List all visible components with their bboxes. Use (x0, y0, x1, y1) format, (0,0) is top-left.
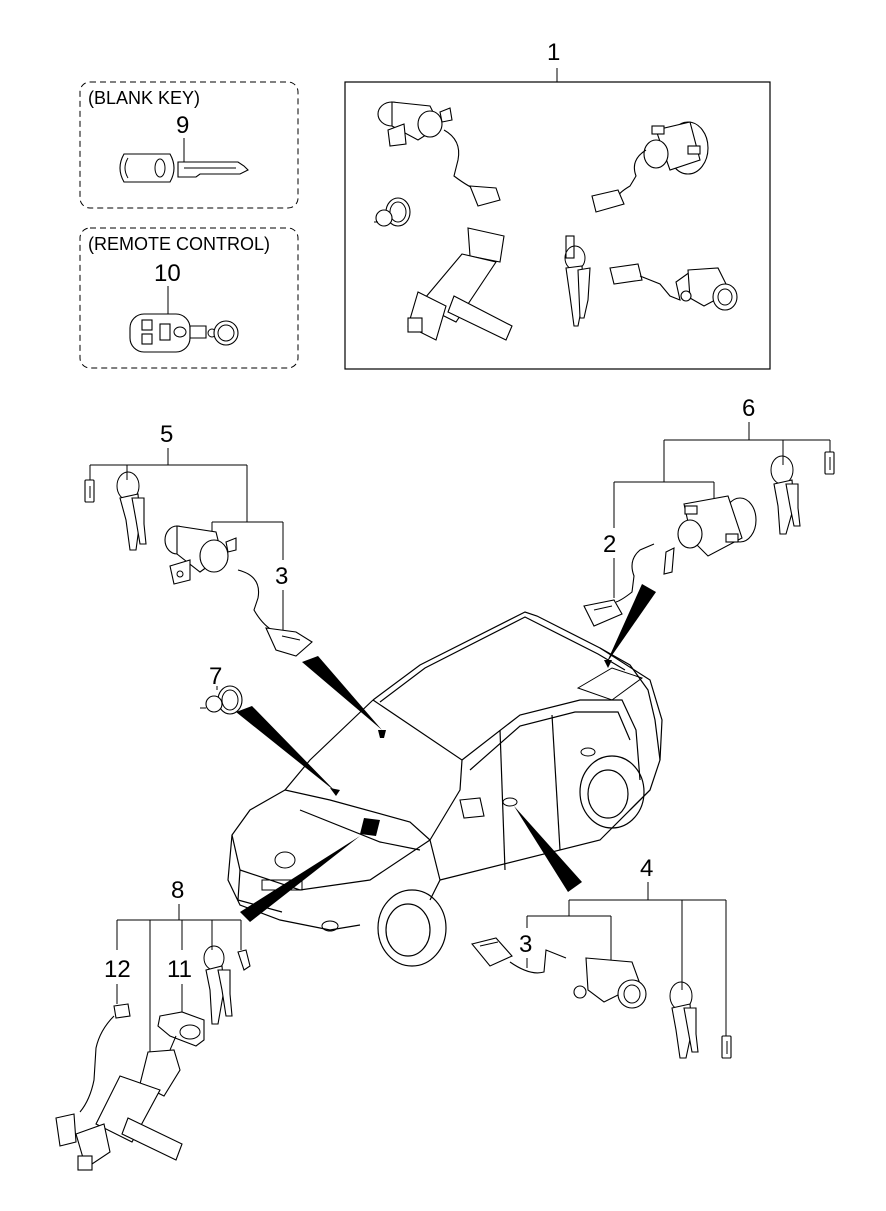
pointer-to-rh-door (514, 806, 582, 892)
callout-4: 4 (640, 855, 653, 882)
pointer-to-tailgate (606, 584, 656, 664)
keys-icon[interactable] (770, 455, 801, 535)
lock-set-box: 1 (344, 39, 771, 370)
remote-control-box: (REMOTE CONTROL) 10 (79, 227, 299, 369)
callout-12: 12 (104, 956, 131, 983)
callout-1: 1 (547, 39, 560, 66)
part-5-group: 5 3 (84, 421, 313, 657)
blank-key-icon[interactable] (119, 153, 249, 183)
leader-pointers (236, 584, 656, 922)
ignition-lock-assembly[interactable] (75, 1049, 183, 1171)
lock-set-glovebox-cylinder[interactable] (374, 197, 411, 227)
tailgate-lock-wire[interactable] (583, 543, 655, 627)
callout-3-lh: 3 (275, 563, 288, 590)
callout-3-rh: 3 (519, 931, 532, 958)
lock-set-tailgate-cylinder[interactable] (591, 121, 709, 213)
part-7-group: 7 (200, 663, 243, 715)
lock-set-keys[interactable] (564, 235, 591, 327)
callout-7: 7 (209, 663, 222, 690)
blank-key-box: (BLANK KEY) 9 (79, 81, 299, 209)
callout-11: 11 (167, 956, 192, 983)
lock-set-box-border (344, 81, 771, 370)
blank-key-box-border (79, 81, 299, 209)
part-8-group: 8 12 11 (55, 877, 251, 1171)
door-lock-cylinder-rh[interactable] (573, 957, 647, 1009)
keys-icon[interactable] (203, 945, 233, 1025)
lock-set-door-cylinder-lh[interactable] (377, 101, 501, 207)
tag-icon[interactable] (237, 949, 251, 971)
callout-5: 5 (160, 421, 173, 448)
remote-control-icon[interactable] (129, 313, 239, 353)
callout-2: 2 (603, 531, 616, 558)
blank-key-caption: (BLANK KEY) (88, 88, 200, 108)
pointer-to-glovebox (236, 706, 336, 792)
vehicle-illustration (227, 611, 663, 967)
tailgate-lock-cylinder[interactable] (663, 495, 757, 575)
door-lock-wire-lh[interactable] (237, 569, 313, 657)
illumination-wiring[interactable] (55, 1003, 131, 1147)
keys-icon[interactable] (669, 981, 699, 1059)
tag-icon[interactable] (721, 1035, 732, 1059)
key-illumination-ring[interactable] (157, 1011, 205, 1051)
pointer-to-lh-door (302, 656, 382, 730)
tag-icon[interactable] (824, 451, 835, 475)
callout-10: 10 (154, 260, 181, 287)
callout-8: 8 (171, 877, 184, 904)
remote-control-caption: (REMOTE CONTROL) (88, 234, 270, 254)
callout-9: 9 (176, 112, 189, 139)
callout-6: 6 (742, 395, 755, 422)
door-lock-wire-rh[interactable] (471, 937, 567, 974)
door-lock-cylinder-lh[interactable] (164, 525, 237, 585)
part-4-group: 4 3 (471, 855, 732, 1059)
pointer-to-ignition (240, 836, 360, 922)
glovebox-lock-cylinder[interactable] (200, 685, 243, 715)
lock-set-door-cylinder-rh[interactable] (609, 263, 738, 311)
part-6-group: 6 2 (583, 395, 835, 627)
tag-icon[interactable] (84, 479, 95, 503)
remote-control-box-border (79, 227, 299, 369)
keys-icon[interactable] (116, 471, 147, 551)
lock-set-ignition-lock[interactable] (407, 227, 513, 341)
